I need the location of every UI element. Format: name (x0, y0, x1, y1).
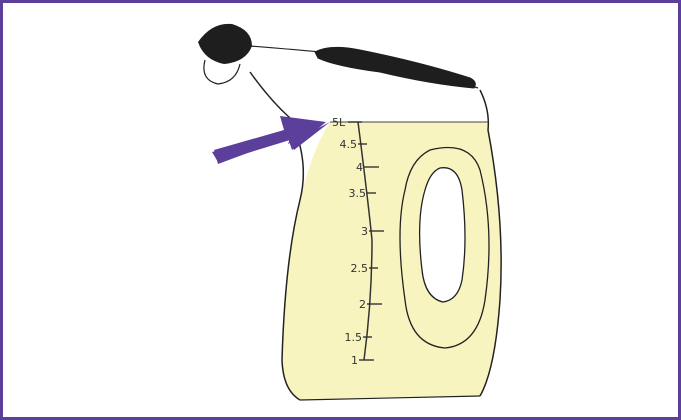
scale-tick-label: 3.5 (349, 187, 367, 200)
scale-tick-label: 2.5 (351, 262, 369, 275)
cap-icon (198, 24, 252, 84)
liquid-fill (282, 122, 501, 400)
scale-label-top: 5L (332, 116, 346, 129)
scale-tick-label: 2 (359, 298, 366, 311)
scale-tick-label: 3 (361, 225, 368, 238)
scale-tick-label: 4 (356, 161, 363, 174)
scale-tick-label: 1 (351, 354, 358, 367)
scale-tick-label: 4.5 (340, 138, 358, 151)
scale-tick-label: 1.5 (345, 331, 363, 344)
handle-grip (315, 47, 475, 88)
handle-cutout-inner (420, 168, 465, 302)
arrow-icon (212, 116, 330, 164)
